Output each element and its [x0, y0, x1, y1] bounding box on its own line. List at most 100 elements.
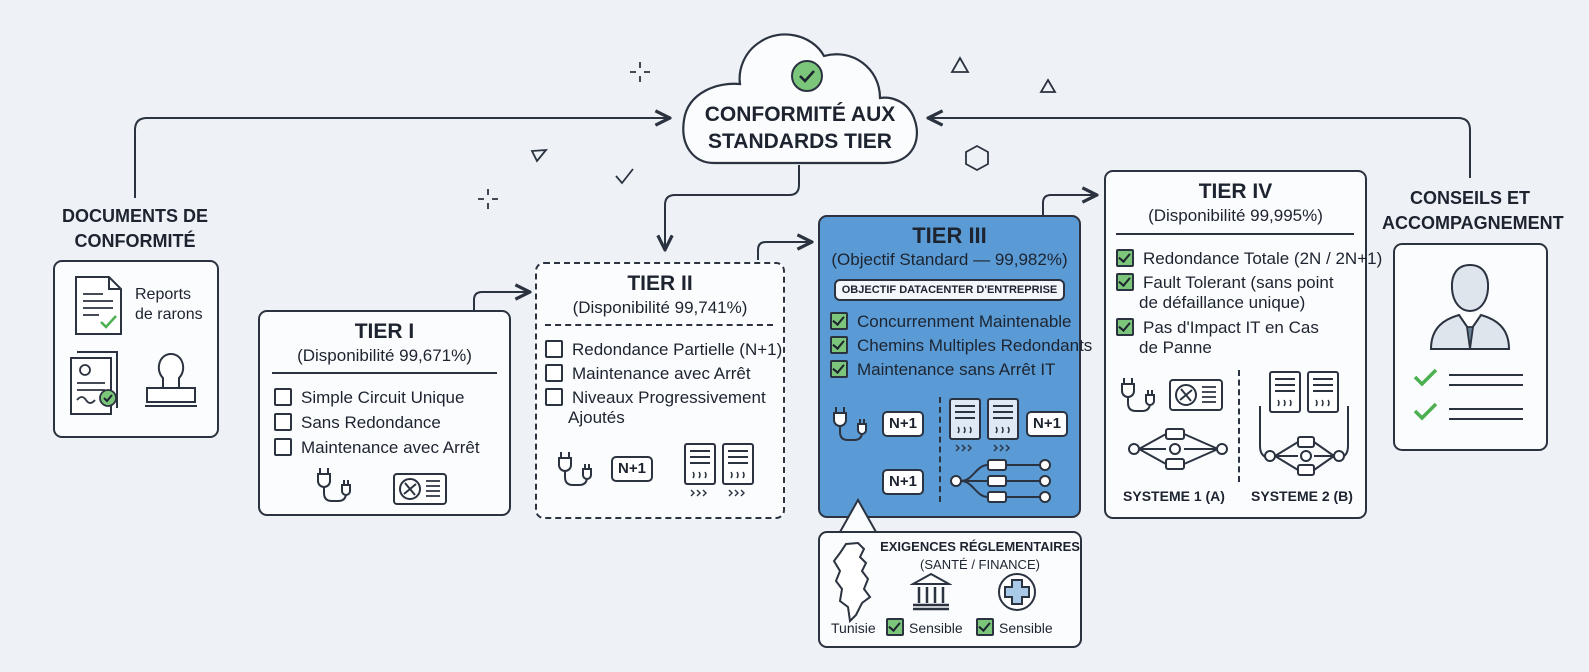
server-rack-icon — [949, 398, 1019, 452]
tier2-item-1: Redondance Partielle (N+1) — [545, 340, 782, 360]
bank-icon — [910, 572, 952, 611]
sensitive-finance: Sensible — [886, 618, 963, 638]
tier4-divider — [1116, 233, 1354, 235]
power-plug-icon — [1121, 378, 1155, 412]
tier2-card: TIER II (Disponibilité 99,741%) Redondan… — [535, 262, 785, 519]
flow-network-icon — [1128, 428, 1228, 470]
tier4-item-2-cont: de défaillance unique) — [1139, 293, 1306, 312]
arrow-cloud-to-tier2 — [665, 165, 800, 248]
callout-pointer — [839, 498, 877, 533]
tier3-item-1: Concurrenment Maintenable — [830, 312, 1072, 332]
checkbox-icon — [274, 413, 292, 431]
medical-cross-icon — [998, 573, 1036, 611]
advice-title-line1: CONSEILS ET — [1409, 188, 1530, 208]
documents-title-line2: CONFORMITÉ — [74, 231, 196, 251]
report-label-line1: Reports — [135, 286, 192, 303]
tier1-divider — [272, 372, 497, 374]
certificate-document-icon — [70, 351, 118, 415]
tier4-item-3: Pas d'Impact IT en Cas — [1116, 318, 1319, 338]
tier4-availability: (Disponibilité 99,995%) — [1148, 206, 1323, 225]
checkbox-icon — [545, 364, 563, 382]
checkbox-checked-icon — [976, 618, 994, 636]
cloud-title-line1: CONFORMITÉ AUX — [704, 103, 896, 126]
regulatory-title: EXIGENCES RÉGLEMENTAIRES — [880, 539, 1080, 554]
tier3-availability: (Objectif Standard — 99,982%) — [831, 250, 1068, 269]
tier3-title: TIER III — [912, 223, 987, 248]
regulatory-card: EXIGENCES RÉGLEMENTAIRES (SANTÉ / FINANC… — [818, 531, 1082, 648]
arrow-advice-to-cloud — [930, 118, 1471, 178]
checkbox-checked-icon — [1116, 273, 1134, 291]
tier3-n1-badge-3: N+1 — [1026, 411, 1068, 437]
tier4-item-1: Redondance Totale (2N / 2N+1) — [1116, 249, 1382, 269]
server-rack-icon — [684, 443, 754, 497]
arrow-docs-to-cloud — [134, 118, 668, 198]
regulatory-subtitle: (SANTÉ / FINANCE) — [920, 557, 1040, 572]
stamp-icon — [145, 352, 197, 407]
server-rack-icon — [1269, 371, 1339, 413]
cloud-shape — [682, 33, 918, 165]
system1-label: SYSTEME 1 (A) — [1123, 488, 1225, 504]
tier1-item-2: Sans Redondance — [274, 413, 441, 433]
documents-title-line1: DOCUMENTS DE — [61, 206, 208, 226]
checkbox-icon — [274, 438, 292, 456]
tier2-availability: (Disponibilité 99,741%) — [572, 298, 748, 317]
tier3-n1-badge-1: N+1 — [882, 411, 924, 437]
tunisia-label: Tunisie — [831, 620, 876, 636]
decorative-shapes — [478, 56, 1057, 209]
tier1-item-3: Maintenance avec Arrêt — [274, 438, 480, 458]
checkbox-icon — [545, 340, 563, 358]
tier1-item-1: Simple Circuit Unique — [274, 388, 464, 408]
tier4-item-3-cont: de Panne — [1139, 338, 1212, 357]
tier2-item-3: Niveaux Progressivement — [545, 388, 766, 408]
arrow-tier3-to-tier4 — [1042, 195, 1095, 215]
checkbox-icon — [545, 388, 563, 406]
checkbox-checked-icon — [1116, 318, 1134, 336]
tier2-title: TIER II — [627, 272, 693, 295]
tier3-vertical-divider — [939, 397, 941, 502]
tier1-title: TIER I — [354, 320, 415, 343]
checkbox-checked-icon — [830, 360, 848, 378]
consultant-avatar-icon — [1429, 263, 1511, 350]
checkbox-checked-icon — [830, 336, 848, 354]
arrow-tier2-to-tier3 — [757, 242, 810, 260]
tier1-card: TIER I (Disponibilité 99,671%) Simple Ci… — [258, 310, 511, 516]
report-label-line2: de rarons — [135, 306, 203, 323]
power-plug-icon — [317, 468, 351, 502]
checkbox-checked-icon — [830, 312, 848, 330]
cooling-unit-icon — [393, 473, 447, 505]
sensitive-health: Sensible — [976, 618, 1053, 638]
tier3-item-2: Chemins Multiples Redondants — [830, 336, 1092, 356]
arrow-tier1-to-tier2 — [473, 292, 528, 310]
tier3-card: TIER III (Objectif Standard — 99,982%) O… — [818, 215, 1092, 518]
tier2-n1-badge: N+1 — [611, 456, 653, 482]
advice-card — [1393, 243, 1548, 451]
check-circle-icon — [791, 60, 823, 92]
tier3-enterprise-tag: OBJECTIF DATACENTER D'ENTREPRISE — [834, 279, 1065, 301]
power-plug-icon — [833, 407, 867, 441]
checkbox-checked-icon — [886, 618, 904, 636]
tier3-n1-badge-2: N+1 — [882, 469, 924, 495]
checkbox-checked-icon — [1116, 249, 1134, 267]
tier1-availability: (Disponibilité 99,671%) — [297, 346, 472, 365]
documents-card: Reports de rarons — [53, 260, 219, 438]
tier4-vertical-divider — [1238, 370, 1240, 482]
report-document-icon — [75, 276, 122, 335]
tier3-item-3: Maintenance sans Arrêt IT — [830, 360, 1055, 380]
advice-title-line2: ACCOMPAGNEMENT — [1382, 213, 1564, 233]
redundant-paths-icon — [950, 459, 1051, 503]
tunisia-map-icon — [832, 541, 872, 623]
system2-label: SYSTEME 2 (B) — [1251, 488, 1353, 504]
cooling-unit-icon — [1169, 379, 1223, 411]
tier2-item-2: Maintenance avec Arrêt — [545, 364, 751, 384]
tier2-divider — [545, 324, 773, 326]
tier2-item-3-cont: Ajoutés — [568, 408, 625, 427]
redundant-loop-icon — [1259, 406, 1349, 476]
checkbox-icon — [274, 388, 292, 406]
tier4-title: TIER IV — [1198, 180, 1273, 203]
checklist-icon — [1413, 368, 1523, 421]
cloud-title-line2: STANDARDS TIER — [708, 130, 892, 153]
tier4-card: TIER IV (Disponibilité 99,995%) Redondan… — [1104, 170, 1382, 519]
tier4-item-2: Fault Tolerant (sans point — [1116, 273, 1334, 293]
power-plug-icon — [558, 452, 592, 486]
